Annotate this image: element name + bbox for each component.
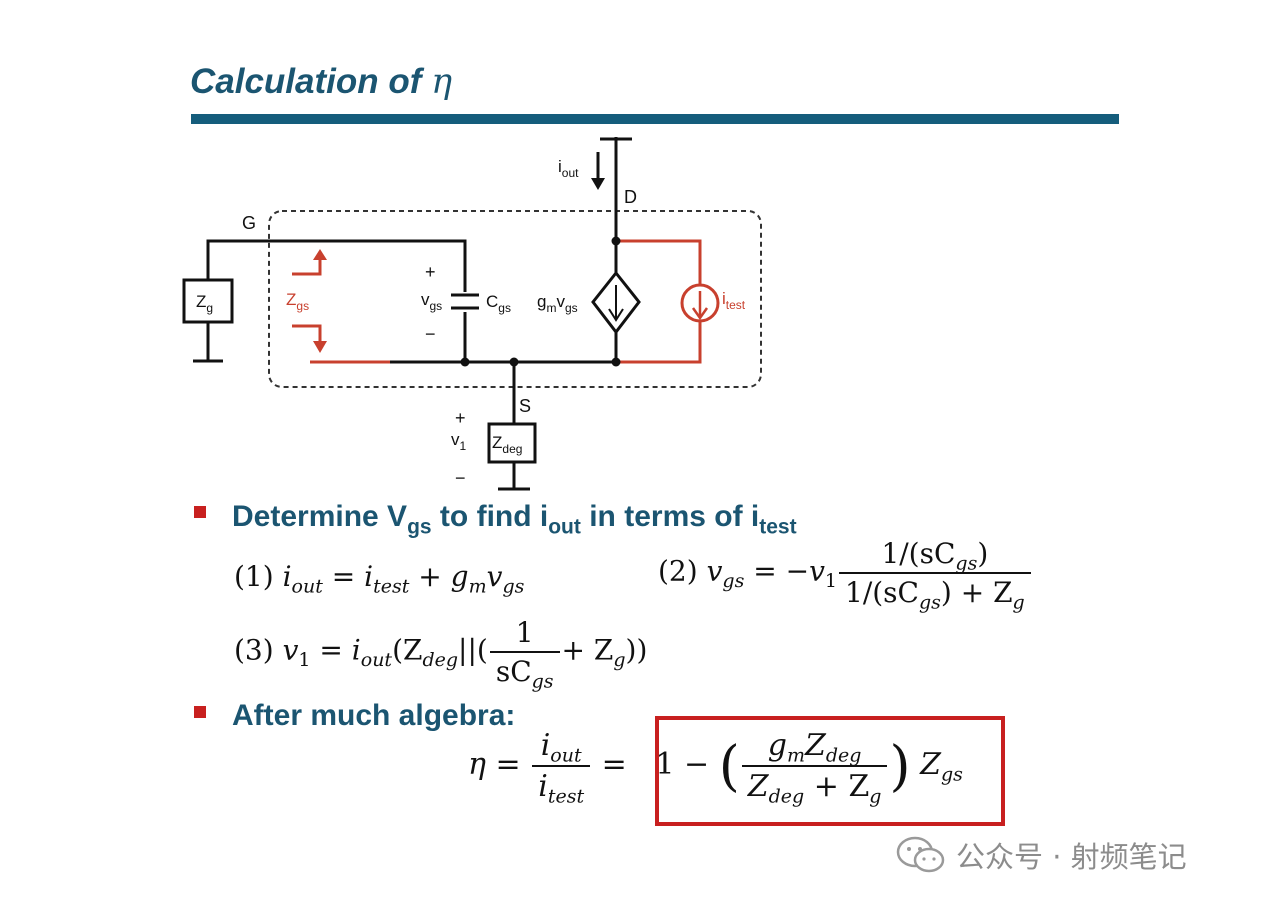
iout-label: iout [558,157,579,180]
zg-impedance [182,278,234,324]
vgs-minus: − [425,324,436,344]
node-s-label: S [519,396,531,416]
v1-label: v1 [451,430,467,453]
test-path [310,239,702,364]
equation-1: (1) iout = itest + gmvgs [234,560,525,598]
cgs-label: Cgs [486,292,511,315]
itest-label: itest [722,289,746,312]
bullet-marker-1 [194,506,206,518]
wechat-icon [896,836,945,873]
bullet-marker-2 [194,706,206,718]
v1-plus: + [455,408,466,428]
node-g-label: G [242,213,256,233]
bullet-after-algebra: After much algebra: [232,699,516,732]
watermark: 公众号 · 射频笔记 [896,834,1187,876]
bullet-determine-vgs: Determine Vgs to find iout in terms of i… [232,500,797,539]
title-rule [191,114,1119,124]
node-d-label: D [624,187,637,207]
slide-title: Calculation of η [190,62,453,102]
zgs-arrows [292,258,322,344]
zg-label: Zg [196,292,213,315]
v1-minus: − [455,468,466,488]
result-highlight-box [655,716,1005,826]
watermark-text: 公众号 · 射频笔记 [956,840,1187,874]
zdeg-impedance [487,422,537,464]
zdeg-label: Zdeg [492,433,522,456]
device-boundary [268,210,762,388]
junction-dots [460,236,621,367]
vgs-label: vgs [421,290,442,313]
circuit-wires [206,137,618,489]
zgs-label: Zgs [286,290,309,313]
vgs-plus: + [425,262,436,282]
gm-label: gmvgs [537,292,578,315]
